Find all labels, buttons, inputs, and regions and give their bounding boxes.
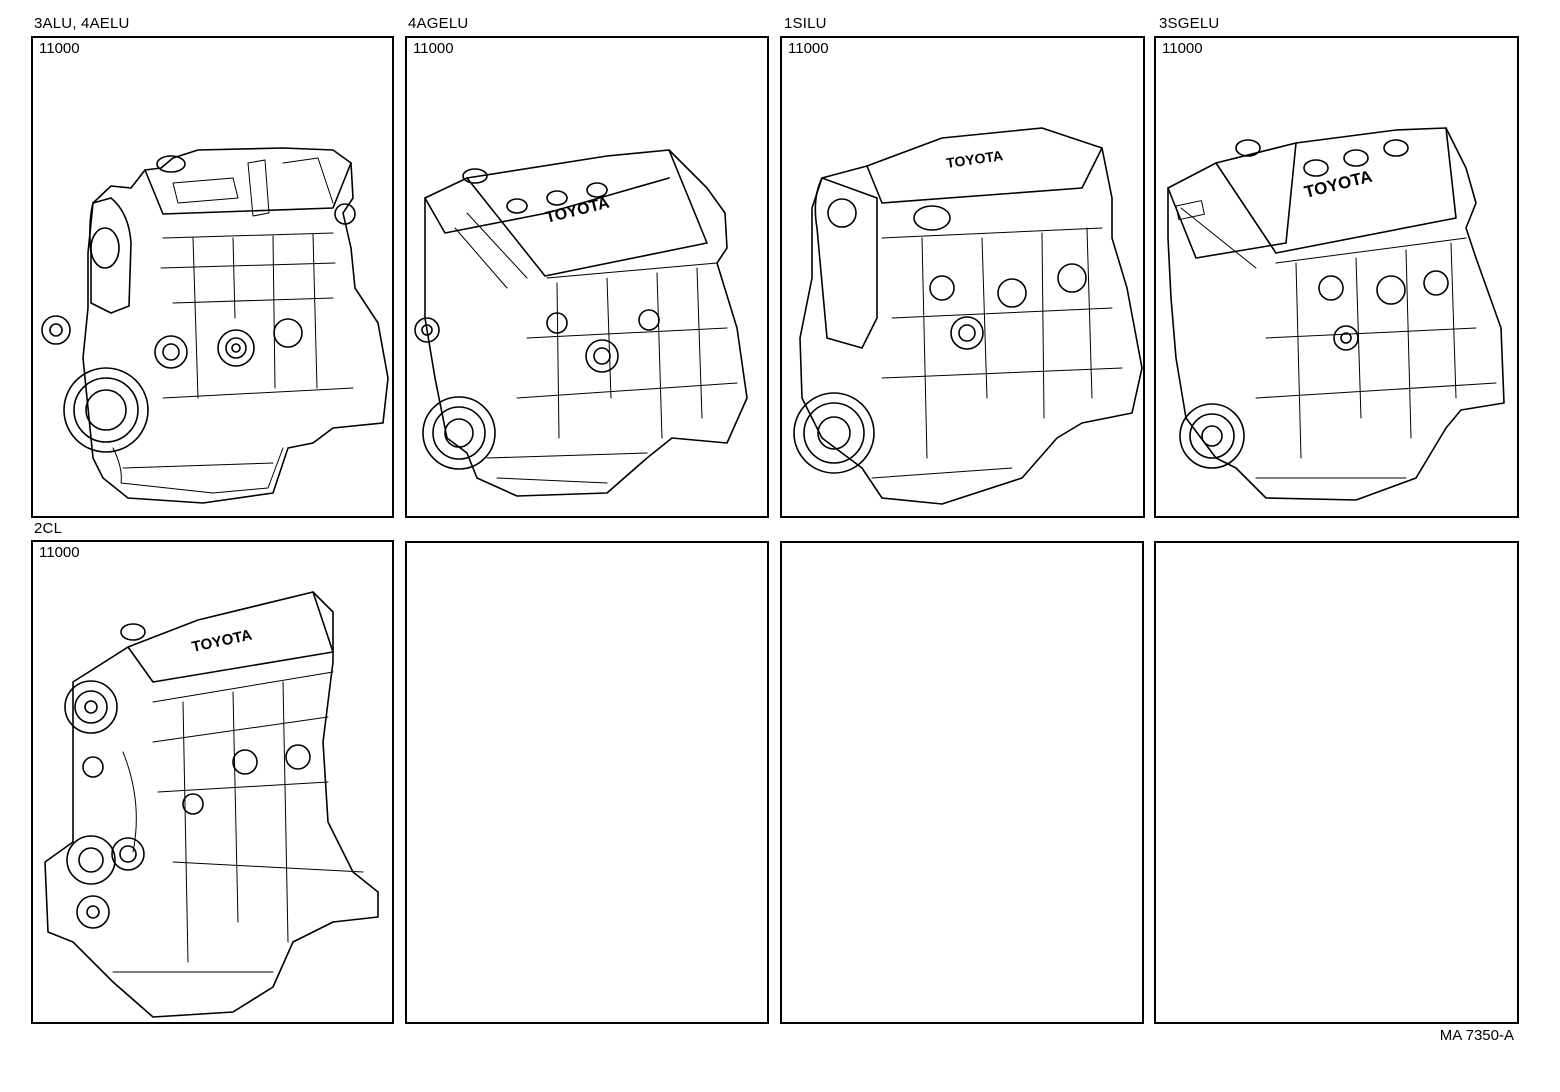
empty-panel-6	[405, 541, 769, 1024]
valve-cover-text: TOYOTA	[1302, 167, 1374, 202]
valve-cover-text: TOYOTA	[190, 627, 253, 656]
engine-illustration: TOYOTA	[414, 149, 748, 497]
engine-panel-3alu-4aelu[interactable]: 11000	[31, 36, 394, 518]
engine-panel-2cl[interactable]: 11000 TOYOTA	[31, 540, 394, 1024]
engine-panel-1silu[interactable]: 11000 TOYOTA	[780, 36, 1145, 518]
part-number: 11000	[39, 544, 80, 561]
part-number: 11000	[39, 40, 80, 57]
part-number: 11000	[788, 40, 829, 57]
part-number: 11000	[1162, 40, 1203, 57]
engine-label-2cl: 2CL	[34, 520, 63, 537]
engine-illustration: TOYOTA	[1167, 127, 1505, 501]
valve-cover-text: TOYOTA	[544, 195, 612, 227]
engine-illustration: TOYOTA	[793, 127, 1143, 505]
valve-cover-text: TOYOTA	[945, 147, 1004, 171]
engine-panel-4agelu[interactable]: 11000 TOYOTA	[405, 36, 769, 518]
empty-panel-8	[1154, 541, 1519, 1024]
drawing-reference-code: MA 7350-A	[1439, 1027, 1514, 1044]
engine-label-1silu: 1SILU	[784, 15, 827, 32]
engine-illustration: TOYOTA	[44, 591, 379, 1018]
engine-illustration	[41, 147, 389, 504]
engine-panel-3sgelu[interactable]: 11000 TOYOTA	[1154, 36, 1519, 518]
engine-label-3alu-4aelu: 3ALU, 4AELU	[34, 15, 130, 32]
engine-label-4agelu: 4AGELU	[408, 15, 469, 32]
part-number: 11000	[413, 40, 454, 57]
engine-label-3sgelu: 3SGELU	[1159, 15, 1220, 32]
empty-panel-7	[780, 541, 1144, 1024]
